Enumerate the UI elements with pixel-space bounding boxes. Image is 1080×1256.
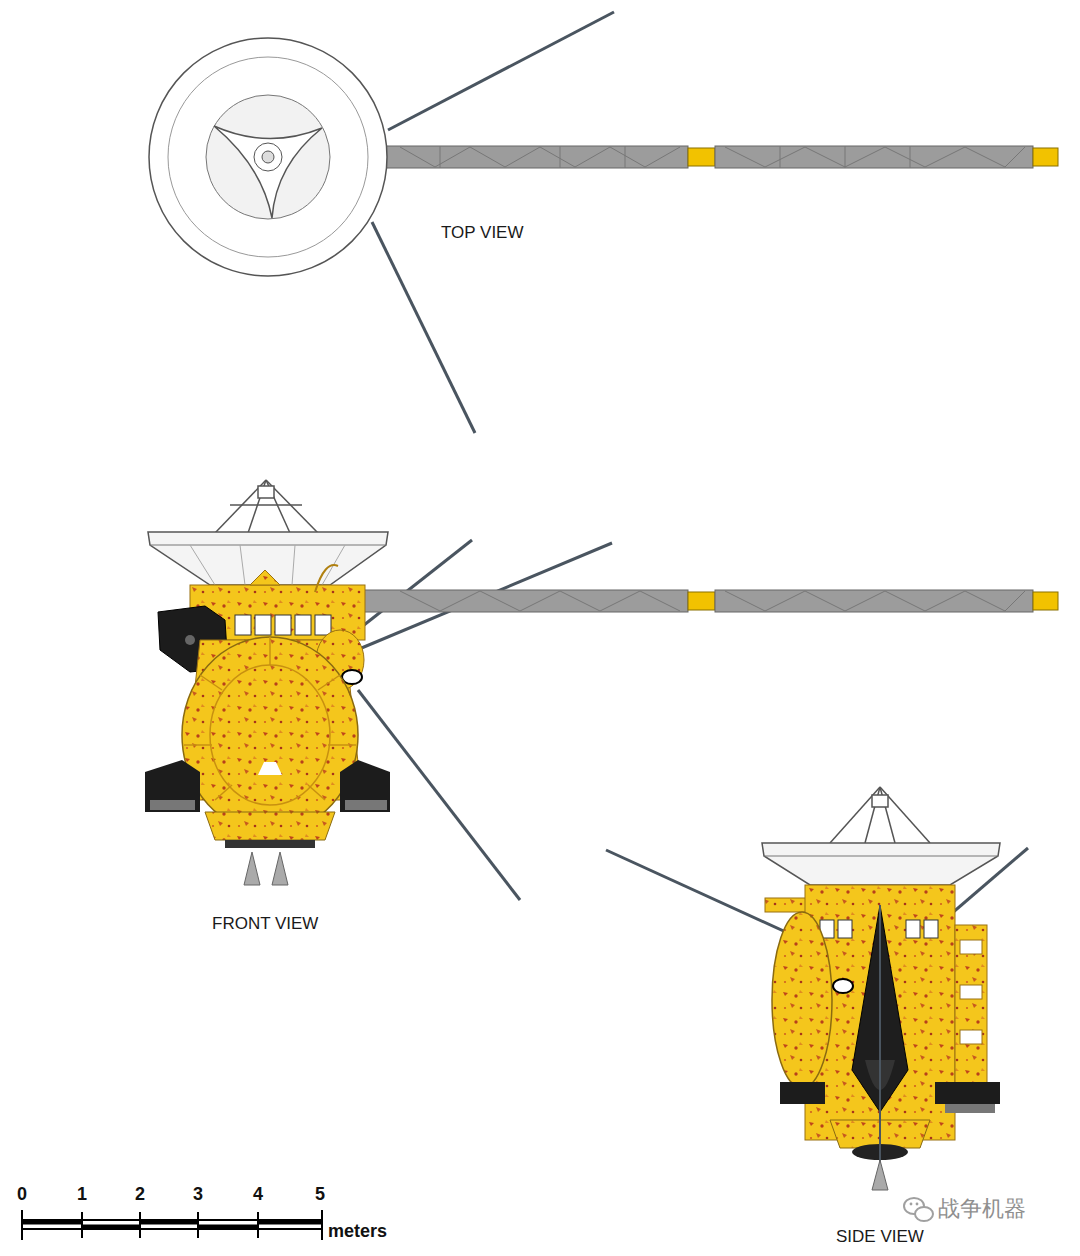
- antenna-rod: [879, 905, 881, 1190]
- high-gain-antenna: [762, 843, 1000, 885]
- high-gain-antenna: [149, 38, 387, 276]
- scale-number: 3: [193, 1185, 203, 1205]
- antenna-rod: [372, 222, 475, 433]
- scale-unit: meters: [328, 1222, 387, 1242]
- scale-number: 1: [77, 1185, 87, 1205]
- scale-number: 2: [135, 1185, 145, 1205]
- magnetometer-boom: [360, 590, 1058, 612]
- scale-number: 4: [253, 1185, 263, 1205]
- side-view: [606, 787, 1028, 1190]
- view-label: SIDE VIEW: [836, 1228, 924, 1247]
- watermark-icon: [904, 1198, 933, 1221]
- magnetometer-boom: [384, 146, 1058, 168]
- view-label: TOP VIEW: [441, 224, 524, 243]
- front-view: [145, 480, 1058, 900]
- antenna-rod: [388, 12, 614, 130]
- high-gain-antenna: [148, 532, 388, 585]
- watermark: 战争机器: [938, 1197, 1026, 1221]
- feed-tripod: [215, 480, 318, 533]
- spacecraft-bus: [765, 885, 1000, 1160]
- top-view: [149, 12, 1058, 433]
- engine-nozzle: [872, 1160, 888, 1190]
- huygens-probe: [182, 637, 358, 833]
- scale-bar: [22, 1210, 322, 1240]
- scale-number: 5: [315, 1185, 325, 1205]
- thruster-pods: [145, 760, 390, 885]
- scale-number: 0: [17, 1185, 27, 1205]
- view-label: FRONT VIEW: [212, 915, 318, 934]
- feed-tripod: [830, 787, 930, 843]
